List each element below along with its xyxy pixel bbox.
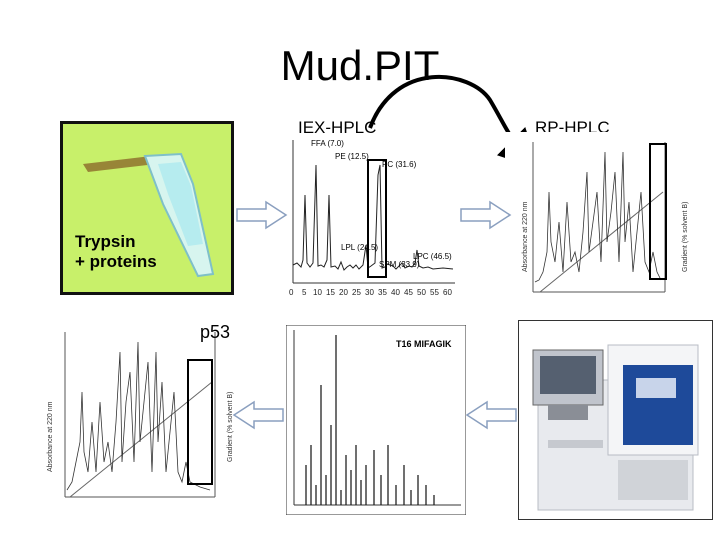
- x-tick: 40: [391, 288, 400, 297]
- sample-tube-panel: Trypsin + proteins: [60, 121, 234, 295]
- peak-label-pc: PC (31.6): [382, 160, 417, 169]
- x-tick: 5: [302, 288, 307, 297]
- arrow-right-1: [236, 200, 288, 230]
- arrow-left-1: [232, 400, 284, 430]
- rp-chromatogram: Absorbance at 220 nm Gradient (% solvent…: [505, 132, 710, 302]
- mass-spectrometer-image: [518, 320, 713, 520]
- x-tick: 45: [404, 288, 413, 297]
- arrow-right-2: [460, 200, 512, 230]
- p53-label: p53: [200, 322, 231, 342]
- tube-image: [83, 152, 215, 278]
- x-tick: 10: [313, 288, 322, 297]
- peak-label-lpc: LPC (46.5): [413, 252, 452, 261]
- left-chromatogram: Absorbance at 220 nm Gradient (% solvent…: [47, 332, 234, 498]
- peak-label-pe: PE (12.5): [335, 152, 369, 161]
- peak-label-ffa: FFA (7.0): [311, 139, 344, 148]
- x-tick: 0: [289, 288, 294, 297]
- x-tick: 20: [339, 288, 348, 297]
- iex-hplc-label: IEX-HPLC: [298, 118, 377, 137]
- x-tick: 25: [352, 288, 361, 297]
- y2-axis-label: Gradient (% solvent B): [682, 202, 689, 272]
- x-tick: 60: [443, 288, 452, 297]
- y-axis-label: Absorbance at 220 nm: [47, 401, 54, 472]
- trypsin-label-2: + proteins: [75, 252, 157, 271]
- y2-axis-label: Gradient (% solvent B): [227, 392, 234, 462]
- x-tick: 50: [417, 288, 426, 297]
- y-axis-label: Absorbance at 220 nm: [522, 201, 529, 272]
- iex-chromatogram: FFA (7.0) PE (12.5) PC (31.6) LPL (24.5)…: [289, 139, 455, 297]
- peak-label-lpl: LPL (24.5): [341, 243, 378, 252]
- x-tick: 30: [365, 288, 374, 297]
- x-tick: 55: [430, 288, 439, 297]
- highlight-box: [367, 159, 387, 278]
- x-tick: 15: [326, 288, 335, 297]
- arrow-left-2: [465, 400, 517, 430]
- x-tick: 35: [378, 288, 387, 297]
- trypsin-label-1: Trypsin: [75, 232, 136, 251]
- highlight-box: [187, 359, 213, 485]
- peak-label-spm: SPM (33.9): [379, 260, 420, 269]
- ms-title: T16 MIFAGIK: [396, 339, 452, 349]
- ms-spectrum: T16 MIFAGIK: [286, 325, 466, 515]
- highlight-box: [649, 143, 667, 280]
